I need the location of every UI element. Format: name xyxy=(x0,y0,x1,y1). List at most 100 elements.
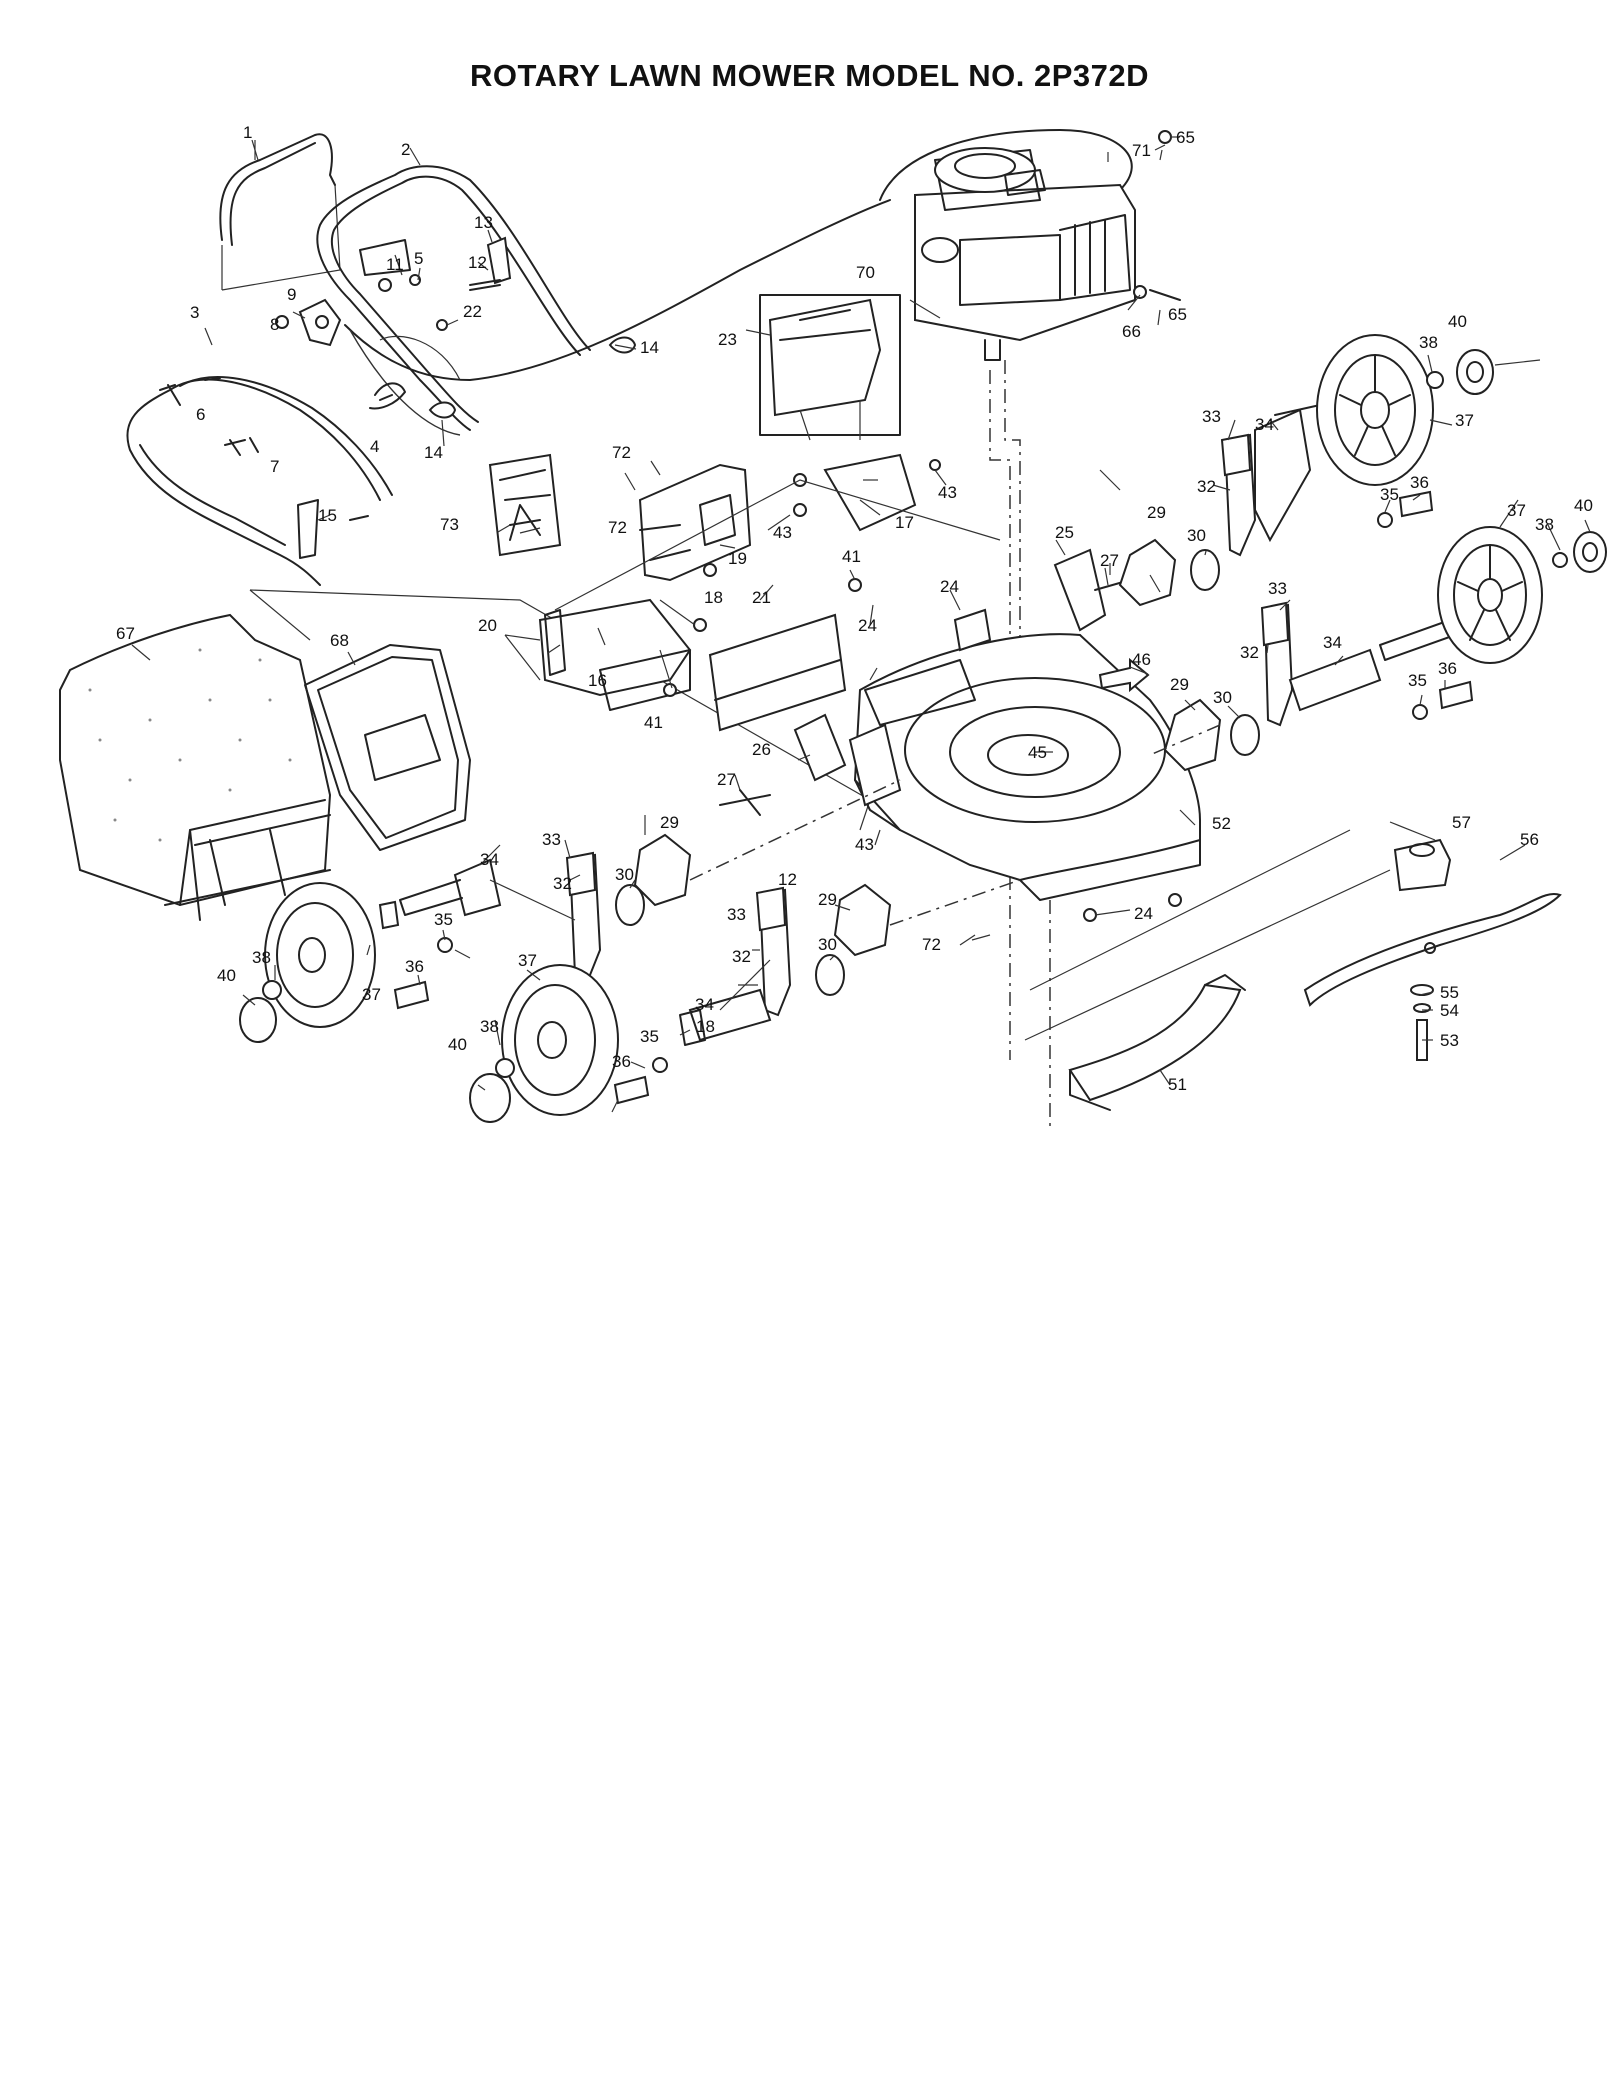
callout-4: 4 xyxy=(370,437,379,456)
callout-5: 5 xyxy=(414,249,423,268)
callout-12-deck: 12 xyxy=(778,870,797,889)
bolt-22 xyxy=(436,319,448,331)
callout-23: 23 xyxy=(718,330,737,349)
adjuster-rear-right xyxy=(1118,404,1434,607)
callout-56: 56 xyxy=(1520,830,1539,849)
callout-26: 26 xyxy=(752,740,771,759)
lower-handle xyxy=(126,376,871,831)
callout-32-rl: 32 xyxy=(553,874,572,893)
callout-45: 45 xyxy=(1028,743,1047,762)
control-bracket xyxy=(298,298,342,347)
callout-32-fr: 32 xyxy=(1240,643,1259,662)
callout-1: 1 xyxy=(243,123,252,142)
callout-3: 3 xyxy=(190,303,199,322)
callout-72-top: 72 xyxy=(612,443,631,462)
callout-38-fl: 38 xyxy=(480,1017,499,1036)
callout-18: 18 xyxy=(704,588,723,607)
bolt-11 xyxy=(378,278,392,292)
upper-handle xyxy=(219,133,341,291)
callout-29-fr: 29 xyxy=(1170,675,1189,694)
blade-adapter xyxy=(1393,838,1452,892)
callout-41-upper: 41 xyxy=(842,547,861,566)
callout-2: 2 xyxy=(401,140,410,159)
callout-32-fl: 32 xyxy=(732,947,751,966)
leader-lines xyxy=(131,139,1591,1113)
door-hinge-19 xyxy=(638,463,752,582)
callout-25: 25 xyxy=(1055,523,1074,542)
callout-29-rl: 29 xyxy=(660,813,679,832)
blade-reference-line xyxy=(1024,829,1391,1041)
wheel-bracket-26 xyxy=(793,713,847,782)
callout-37-rl: 37 xyxy=(362,985,381,1004)
callout-21: 21 xyxy=(752,588,771,607)
callout-35-fr: 35 xyxy=(1408,671,1427,690)
callout-12: 12 xyxy=(468,253,487,272)
callout-70: 70 xyxy=(856,263,875,282)
callout-30-fr: 30 xyxy=(1213,688,1232,707)
callout-34-rr: 34 xyxy=(1255,415,1274,434)
callout-35-rr: 35 xyxy=(1380,485,1399,504)
wheel-front-right xyxy=(1437,526,1607,664)
rear-shield-23 xyxy=(759,294,901,441)
callout-11: 11 xyxy=(386,255,404,274)
nut-5 xyxy=(409,274,421,286)
callout-7: 7 xyxy=(270,457,279,476)
warning-label-73 xyxy=(488,453,562,557)
cable-clip xyxy=(369,382,406,410)
callout-43-left: 43 xyxy=(773,523,792,542)
callout-33-fl: 33 xyxy=(727,905,746,924)
bolt-7 xyxy=(224,437,259,456)
callout-35-fl: 35 xyxy=(640,1027,659,1046)
callout-46: 46 xyxy=(1132,650,1151,669)
callout-43-deck: 43 xyxy=(855,835,874,854)
control-cable xyxy=(344,199,891,381)
callout-27-right: 27 xyxy=(1100,551,1119,570)
callout-37-rr: 37 xyxy=(1455,411,1474,430)
callout-33-fr: 33 xyxy=(1268,579,1287,598)
adjuster-reference-lines xyxy=(689,724,1221,926)
mower-deck xyxy=(853,633,1201,922)
callout-52: 52 xyxy=(1212,814,1231,833)
middle-handle xyxy=(316,165,591,431)
callout-54: 54 xyxy=(1440,1001,1459,1020)
bolt-27-left xyxy=(719,789,771,816)
callout-27-left: 27 xyxy=(717,770,736,789)
callout-9: 9 xyxy=(287,285,296,304)
lock-washer-54 xyxy=(1413,1003,1431,1013)
callout-29-rr: 29 xyxy=(1147,503,1166,522)
callout-20: 20 xyxy=(478,616,497,635)
callout-41-lower: 41 xyxy=(644,713,663,732)
center-line-engine xyxy=(989,360,1021,760)
callout-22: 22 xyxy=(463,302,482,321)
wheel-rear-left xyxy=(239,882,376,1043)
callout-15: 15 xyxy=(318,506,337,525)
nut-8 xyxy=(275,315,289,329)
callout-30-fl: 30 xyxy=(818,935,837,954)
adjuster-front-left xyxy=(613,883,892,1105)
callout-numbers: 1 2 3 4 5 6 7 8 9 11 12 13 14 14 15 16 1… xyxy=(116,123,1593,1094)
bag-frame xyxy=(304,644,471,851)
callout-24-top: 24 xyxy=(940,577,959,596)
adjuster-front-right xyxy=(1163,601,1474,772)
bracket-screw xyxy=(469,279,501,291)
callout-36-fl: 36 xyxy=(612,1052,631,1071)
callout-37-fl: 37 xyxy=(518,951,537,970)
door-reference-line xyxy=(554,479,1001,611)
callout-40-rl: 40 xyxy=(217,966,236,985)
callout-30-rl: 30 xyxy=(615,865,634,884)
callout-24-bottom: 24 xyxy=(1134,904,1153,923)
callout-51: 51 xyxy=(1168,1075,1187,1094)
callout-30-rr: 30 xyxy=(1187,526,1206,545)
diagram-title: ROTARY LAWN MOWER MODEL NO. 2P372D xyxy=(470,58,1149,93)
wheel-front-left xyxy=(469,964,619,1123)
callout-33-rl: 33 xyxy=(542,830,561,849)
adjuster-rear-left xyxy=(378,833,692,1010)
callout-36-rl: 36 xyxy=(405,957,424,976)
callout-72-mid: 72 xyxy=(608,518,627,537)
callout-38-rr: 38 xyxy=(1419,333,1438,352)
baffle-51 xyxy=(1068,974,1246,1111)
blade xyxy=(1303,893,1562,1007)
callout-53: 53 xyxy=(1440,1031,1459,1050)
